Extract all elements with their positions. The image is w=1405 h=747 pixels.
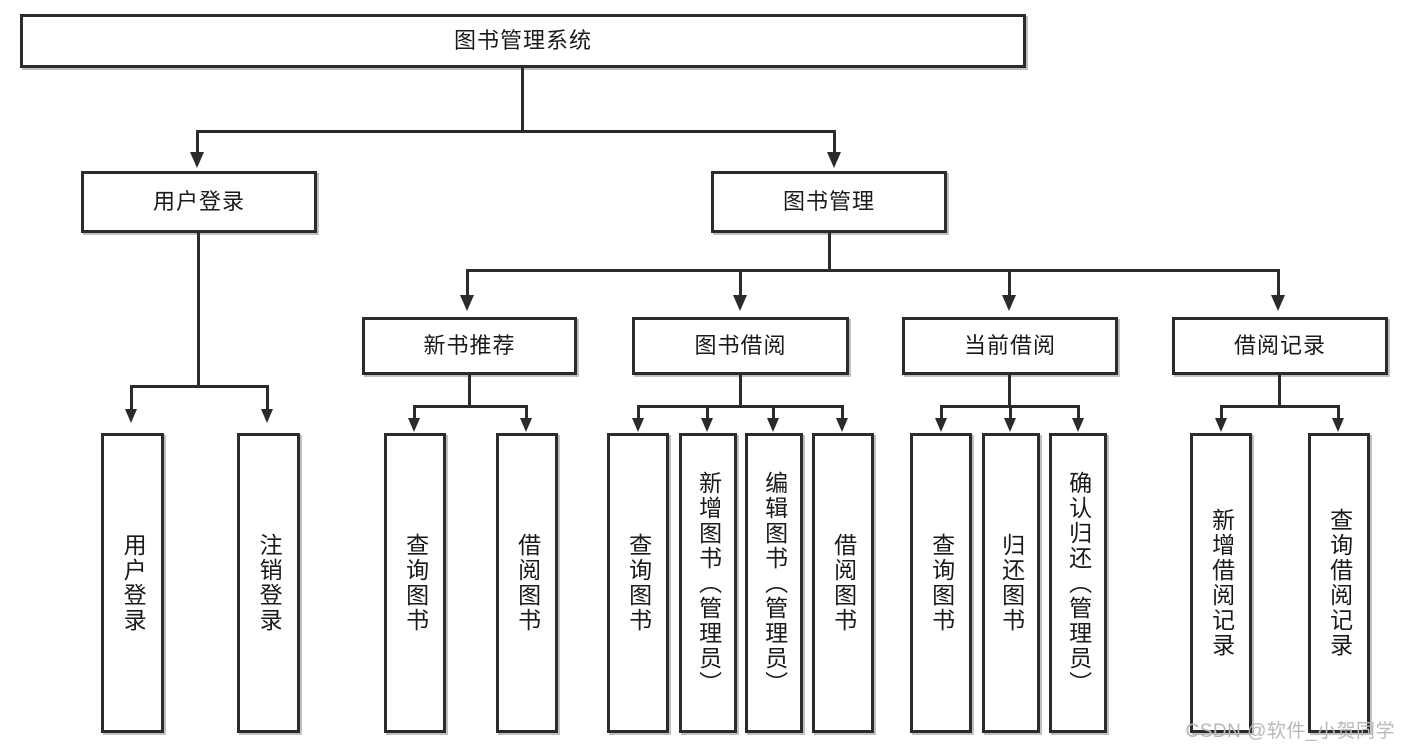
leaf-label: 借阅图书	[830, 533, 857, 633]
connector-book-management-stem	[828, 233, 831, 269]
leaf-new-book-query-book[interactable]: 查询图书	[384, 433, 446, 733]
connector-root-to-user-login	[196, 130, 199, 154]
arrow-new-book-leaf-2	[520, 418, 532, 432]
connector-root-to-book-management	[833, 130, 836, 154]
arrow-bb-leaf-4	[836, 418, 848, 432]
connector-bm-drop-new-book	[466, 269, 469, 297]
leaf-borrow-record-query-record[interactable]: 查询借阅记录	[1308, 433, 1370, 733]
leaf-current-borrow-query-book[interactable]: 查询图书	[910, 433, 972, 733]
arrow-bb-leaf-2	[701, 418, 713, 432]
connector-new-book-bus	[413, 405, 528, 408]
leaf-label: 查询图书	[625, 533, 652, 633]
leaf-borrow-record-add-record[interactable]: 新增借阅记录	[1190, 433, 1252, 733]
node-label: 图书借阅	[694, 333, 787, 359]
node-label: 图书管理系统	[453, 28, 592, 54]
connector-user-login-bus	[130, 385, 268, 388]
connector-root-bus	[196, 130, 836, 133]
leaf-label: 归还图书	[998, 533, 1025, 633]
node-current-borrow[interactable]: 当前借阅	[902, 317, 1118, 375]
arrow-br-leaf-2	[1332, 418, 1344, 432]
connector-bm-drop-borrow-record	[1277, 269, 1280, 297]
leaf-label: 确认归还（管理员）	[1065, 470, 1092, 696]
leaf-current-borrow-return-book[interactable]: 归还图书	[982, 433, 1040, 733]
connector-cb-drop-1	[940, 405, 943, 420]
connector-new-book-drop-1	[413, 405, 416, 420]
connector-user-login-stem	[197, 233, 200, 385]
arrow-root-to-user-login	[190, 152, 204, 168]
connector-bb-drop-2	[706, 405, 709, 420]
leaf-book-borrow-query-book[interactable]: 查询图书	[607, 433, 669, 733]
connector-current-borrow-stem	[1008, 375, 1011, 405]
node-label: 新书推荐	[423, 333, 516, 359]
arrow-user-login-leaf-2	[261, 409, 273, 423]
arrow-br-leaf-1	[1215, 418, 1227, 432]
arrow-bm-to-current-borrow	[1002, 295, 1016, 311]
arrow-user-login-leaf-1	[125, 409, 137, 423]
connector-user-login-drop-1	[130, 385, 133, 411]
arrow-bb-leaf-1	[632, 418, 644, 432]
connector-cb-drop-3	[1077, 405, 1080, 420]
node-user-login[interactable]: 用户登录	[81, 171, 317, 233]
connector-user-login-drop-2	[266, 385, 269, 411]
leaf-user-login-logout[interactable]: 注销登录	[237, 433, 300, 733]
leaf-label: 编辑图书（管理员）	[761, 470, 788, 696]
connector-root-stem	[521, 68, 524, 130]
leaf-book-borrow-add-book-admin[interactable]: 新增图书（管理员）	[679, 433, 737, 733]
leaf-label: 查询借阅记录	[1326, 508, 1353, 658]
arrow-root-to-book-management	[827, 152, 841, 168]
connector-borrow-record-bus	[1220, 405, 1340, 408]
arrow-bb-leaf-3	[767, 418, 779, 432]
leaf-book-borrow-edit-book-admin[interactable]: 编辑图书（管理员）	[745, 433, 803, 733]
arrow-bm-to-borrow-record	[1271, 295, 1285, 311]
arrow-cb-leaf-3	[1072, 418, 1084, 432]
node-root-book-management-system[interactable]: 图书管理系统	[20, 14, 1026, 68]
leaf-label: 新增图书（管理员）	[695, 470, 722, 696]
leaf-label: 查询图书	[402, 533, 429, 633]
node-borrow-record[interactable]: 借阅记录	[1172, 317, 1388, 375]
connector-br-drop-1	[1220, 405, 1223, 420]
connector-new-book-stem	[468, 375, 471, 405]
connector-bm-drop-current-borrow	[1008, 269, 1011, 297]
connector-book-management-bus	[466, 269, 1280, 272]
connector-br-drop-2	[1337, 405, 1340, 420]
connector-bb-drop-1	[637, 405, 640, 420]
node-label: 图书管理	[782, 189, 875, 215]
connector-bm-drop-book-borrow	[739, 269, 742, 297]
arrow-cb-leaf-2	[1004, 418, 1016, 432]
leaf-new-book-borrow-book[interactable]: 借阅图书	[496, 433, 558, 733]
node-book-management[interactable]: 图书管理	[711, 171, 947, 233]
connector-borrow-record-stem	[1278, 375, 1281, 405]
leaf-label: 查询图书	[928, 533, 955, 633]
node-book-borrow[interactable]: 图书借阅	[632, 317, 849, 375]
arrow-cb-leaf-1	[935, 418, 947, 432]
leaf-current-borrow-confirm-return-admin[interactable]: 确认归还（管理员）	[1049, 433, 1107, 733]
node-new-book-recommend[interactable]: 新书推荐	[362, 317, 577, 375]
node-label: 用户登录	[152, 189, 245, 215]
leaf-label: 借阅图书	[514, 533, 541, 633]
leaf-label: 注销登录	[256, 533, 283, 633]
leaf-book-borrow-borrow-book[interactable]: 借阅图书	[812, 433, 874, 733]
arrow-new-book-leaf-1	[408, 418, 420, 432]
connector-cb-drop-2	[1009, 405, 1012, 420]
connector-book-borrow-stem	[739, 375, 742, 405]
node-label: 借阅记录	[1233, 333, 1326, 359]
connector-new-book-drop-2	[525, 405, 528, 420]
connector-bb-drop-4	[841, 405, 844, 420]
node-label: 当前借阅	[963, 333, 1056, 359]
connector-bb-drop-3	[772, 405, 775, 420]
arrow-bm-to-book-borrow	[733, 295, 747, 311]
leaf-user-login-login[interactable]: 用户登录	[101, 433, 164, 733]
leaf-label: 用户登录	[120, 533, 147, 633]
connector-book-borrow-bus	[637, 405, 844, 408]
leaf-label: 新增借阅记录	[1208, 508, 1235, 658]
arrow-bm-to-new-book-recommend	[460, 295, 474, 311]
